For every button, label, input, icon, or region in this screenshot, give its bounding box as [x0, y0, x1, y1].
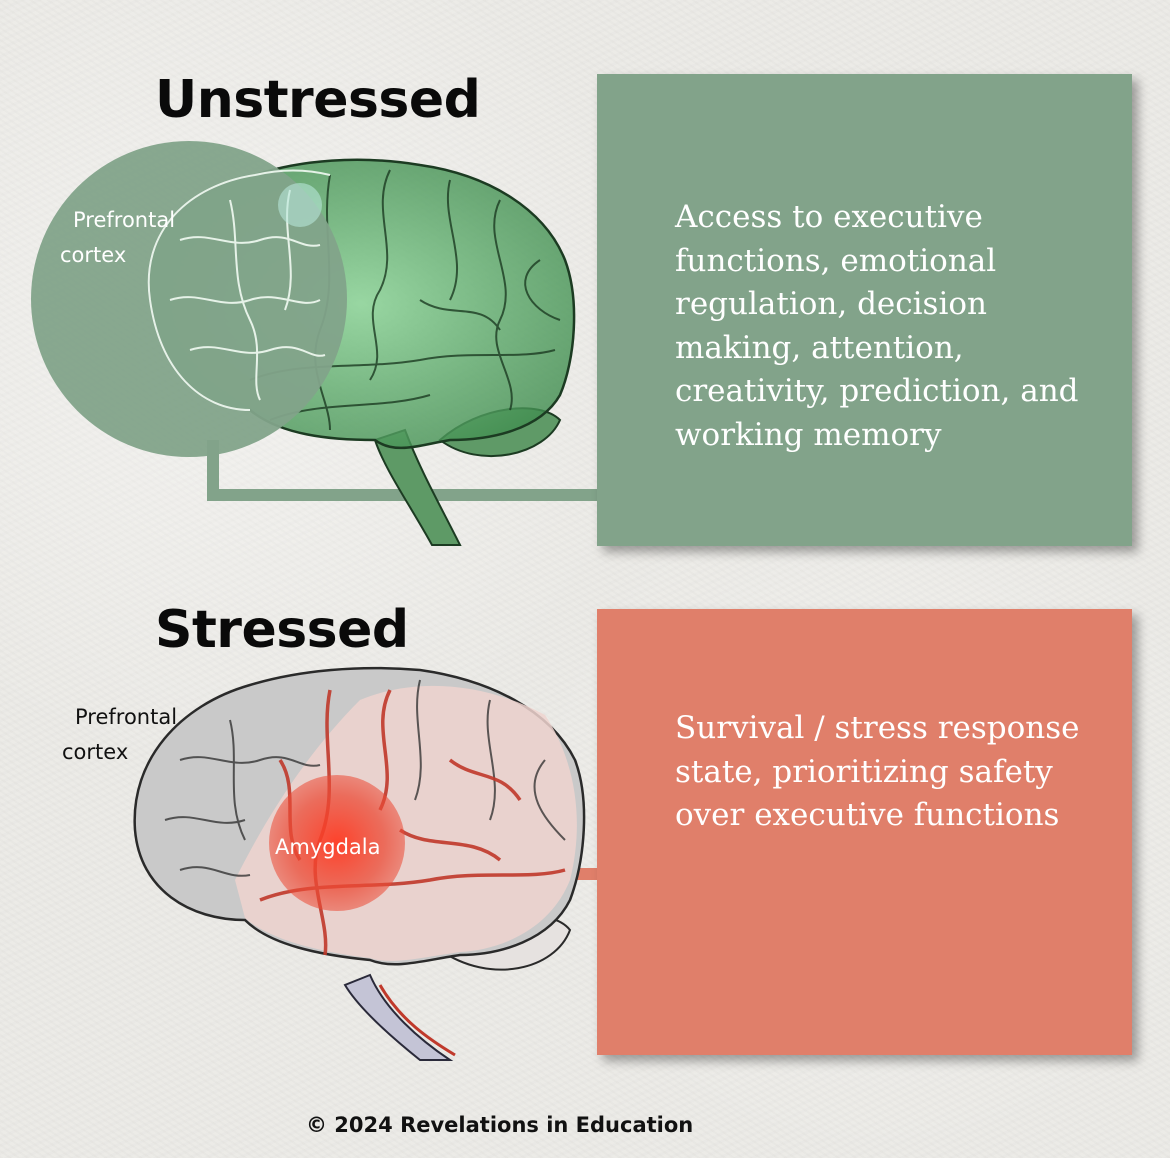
stressed-description-card: Survival / stress response state, priori…: [597, 609, 1132, 1055]
copyright-footer: © 2024 Revelations in Education: [306, 1113, 694, 1137]
stressed-prefrontal-label-line1: Prefrontal: [75, 705, 178, 729]
unstressed-prefrontal-label-line1: Prefrontal: [73, 208, 176, 232]
unstressed-description-card: Access to executive functions, emotional…: [597, 74, 1132, 546]
stressed-prefrontal-label: Prefrontal cortex: [62, 700, 212, 770]
stressed-prefrontal-label-line2: cortex: [62, 740, 129, 764]
stressed-heading: Stressed: [155, 600, 409, 660]
amygdala-label: Amygdala: [275, 835, 381, 859]
stressed-description: Survival / stress response state, priori…: [675, 710, 1080, 833]
unstressed-prefrontal-label-line2: cortex: [60, 243, 127, 267]
amygdala-highlight: [269, 775, 405, 911]
unstressed-heading: Unstressed: [155, 70, 481, 130]
unstressed-connector-line: [207, 440, 597, 501]
unstressed-description: Access to executive functions, emotional…: [675, 199, 1079, 453]
unstressed-prefrontal-circle: [31, 141, 347, 457]
unstressed-prefrontal-label: Prefrontal cortex: [60, 203, 210, 273]
unstressed-brain-illustration: [31, 141, 597, 546]
stressed-brain-illustration: [133, 666, 597, 1061]
